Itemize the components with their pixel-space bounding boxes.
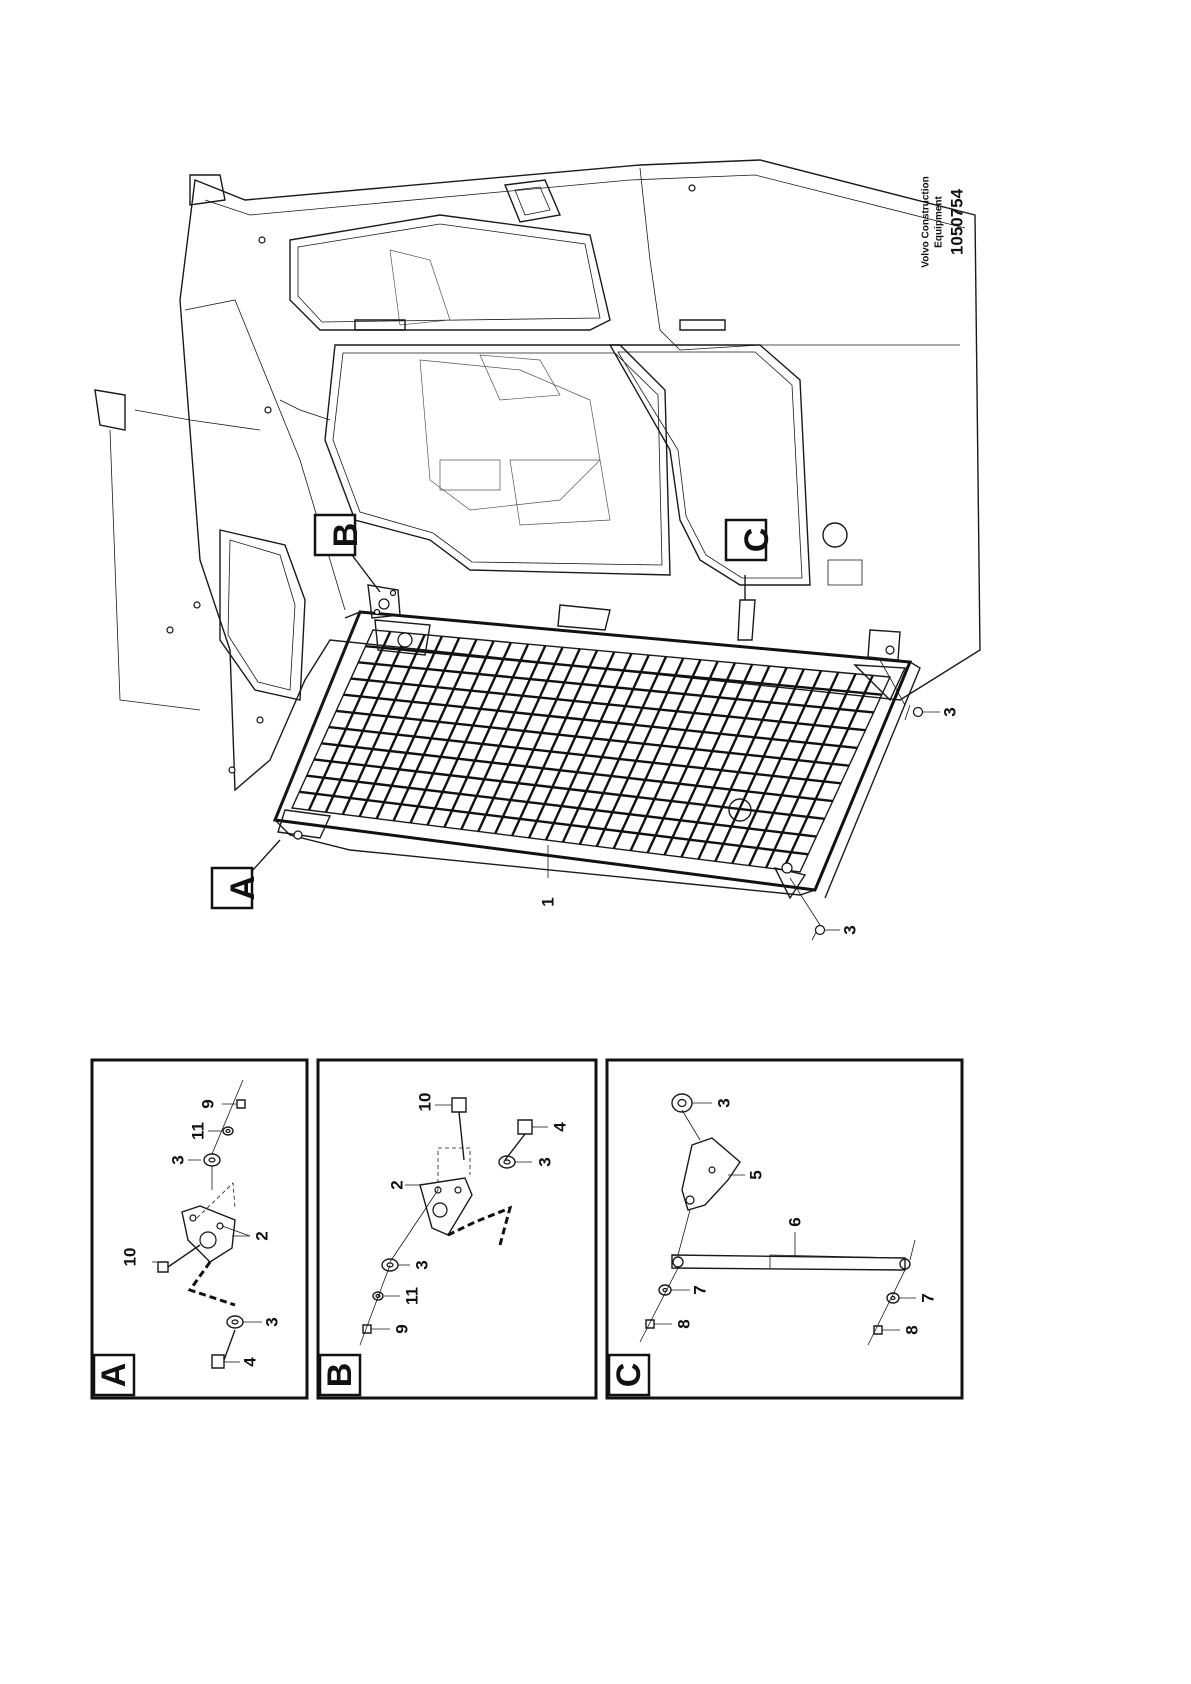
panel-a-part-3-bottom: 3 — [263, 1317, 282, 1326]
grid-bar — [409, 640, 495, 824]
panel-b-part-10: 10 — [416, 1093, 435, 1112]
panel-c-part-8-left: 8 — [675, 1319, 694, 1328]
panel-b-part-3-left: 3 — [413, 1260, 432, 1269]
grid-bar — [307, 631, 392, 811]
grid-bar — [561, 654, 650, 843]
callout-b-letter: B — [327, 523, 365, 548]
panel-c-part-7-left: 7 — [691, 1285, 710, 1294]
label-part-3-left: 3 — [841, 925, 860, 934]
grid-bar — [443, 643, 530, 828]
grid-bar — [392, 638, 478, 822]
grid-bar — [358, 661, 874, 714]
grid-bar — [544, 652, 633, 841]
grid-bar — [595, 657, 685, 847]
panel-a-part-9: 9 — [199, 1099, 218, 1108]
grid-bar — [612, 659, 702, 850]
detail-panel-c: C 3 5 6 7 8 — [605, 1058, 964, 1400]
grid-bar — [299, 790, 809, 856]
grid-bar — [324, 632, 409, 813]
panel-a-part-4: 4 — [241, 1357, 260, 1367]
detail-panel-b: B 10 4 3 2 3 — [316, 1058, 598, 1400]
panel-a-part-2: 2 — [253, 1231, 272, 1240]
panel-a-letter: A — [95, 1363, 133, 1388]
main-callout-c: C — [724, 518, 776, 562]
grid-bar — [680, 665, 771, 858]
grid-bar — [477, 646, 564, 832]
detail-panel-a: A 3 11 9 2 10 — [90, 1058, 309, 1400]
grid-bar — [321, 742, 833, 803]
panel-c-part-5: 5 — [747, 1170, 766, 1179]
main-callout-a: A — [210, 866, 262, 910]
grid-bar — [460, 645, 547, 830]
panel-b-part-3-right: 3 — [536, 1157, 555, 1166]
grid-bar — [663, 663, 754, 856]
credit-image-number: 1050754 — [948, 188, 967, 255]
panel-a-part-10: 10 — [121, 1248, 140, 1267]
grid-bar — [341, 634, 426, 815]
panel-c-letter: C — [610, 1363, 648, 1388]
image-credit: Volvo Construction Equipment 1050754 — [921, 176, 967, 267]
grid-bar — [697, 667, 788, 860]
grid-bar — [426, 642, 512, 826]
grid-bar — [328, 725, 842, 785]
grid-bar — [748, 671, 840, 867]
grid-bar — [629, 660, 719, 852]
grid-bar — [527, 651, 616, 839]
guard-grid-lines — [299, 631, 882, 871]
grid-bar — [336, 709, 850, 767]
grid-bar — [765, 673, 857, 869]
grid-bar — [511, 649, 599, 837]
panel-c-part-6: 6 — [786, 1217, 805, 1226]
label-part-1: 1 — [539, 897, 558, 906]
grid-bar — [731, 670, 823, 864]
grid-bar — [646, 662, 736, 854]
main-callout-b: B — [313, 513, 365, 557]
grid-bar — [358, 635, 444, 818]
cab-illustration — [94, 159, 981, 792]
grid-bar — [313, 758, 825, 821]
callout-a-letter: A — [224, 876, 262, 901]
panel-c-part-7-right: 7 — [919, 1293, 938, 1302]
label-part-3-right: 3 — [941, 707, 960, 716]
panel-b-letter: B — [321, 1363, 359, 1388]
main-leaders — [252, 554, 940, 941]
panel-a-part-11: 11 — [189, 1122, 208, 1140]
grid-bar — [343, 693, 858, 750]
grid-bar — [365, 644, 882, 696]
grid-bar — [578, 656, 668, 845]
callout-c-letter: C — [738, 528, 776, 553]
credit-company: Volvo Construction — [921, 176, 932, 267]
panel-a-part-3-top: 3 — [169, 1155, 188, 1164]
panel-b-part-2: 2 — [388, 1180, 407, 1189]
front-guard-grid — [272, 584, 921, 900]
panel-c-part-8-right: 8 — [903, 1325, 922, 1334]
grid-bar — [781, 674, 874, 871]
grid-bar — [350, 677, 866, 732]
panel-b-part-4: 4 — [551, 1122, 570, 1132]
grid-bar — [714, 668, 805, 862]
panel-b-part-11: 11 — [403, 1287, 422, 1305]
grid-bar — [306, 774, 817, 838]
grid-bar — [375, 637, 461, 820]
grid-bar — [494, 648, 581, 835]
credit-subtitle: Equipment — [934, 196, 945, 248]
panel-c-part-3: 3 — [715, 1098, 734, 1107]
panel-b-part-9: 9 — [393, 1324, 412, 1333]
